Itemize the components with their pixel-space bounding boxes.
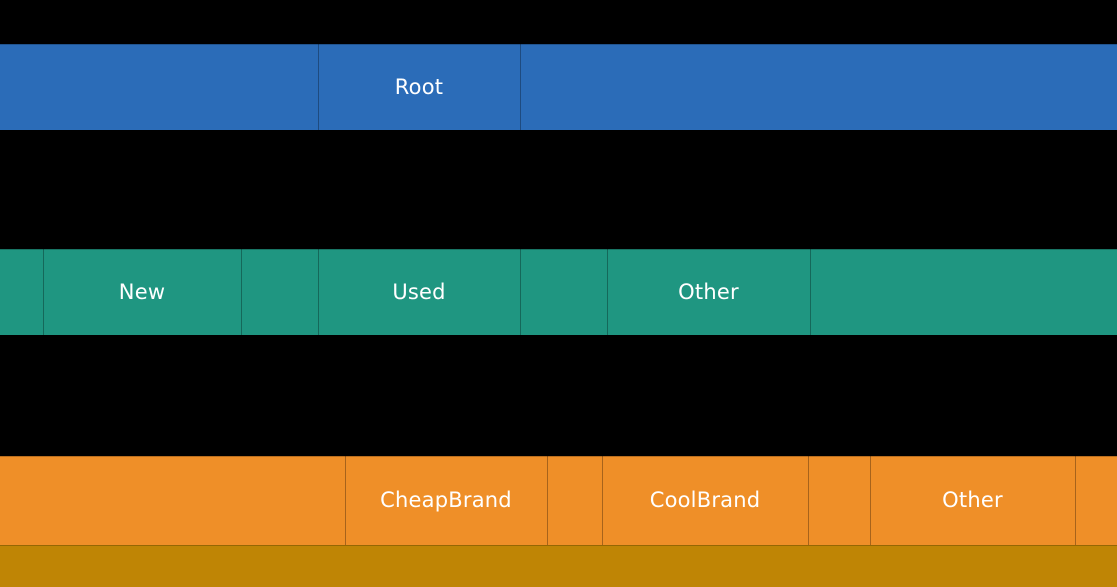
- icicle-level-variant: [0, 545, 1117, 587]
- icicle-node-other[interactable]: Other: [870, 456, 1075, 545]
- icicle-node-label: New: [118, 279, 166, 304]
- icicle-node-condition-0[interactable]: [0, 249, 43, 335]
- icicle-node-variant-0[interactable]: [0, 545, 1117, 587]
- icicle-node-root-2[interactable]: [520, 44, 1117, 130]
- icicle-node-coolbrand[interactable]: CoolBrand: [602, 456, 808, 545]
- icicle-node-label: Used: [392, 279, 446, 304]
- icicle-node-label: Root: [394, 74, 444, 99]
- icicle-node-condition-2[interactable]: [241, 249, 318, 335]
- icicle-node-label: CoolBrand: [649, 488, 761, 512]
- icicle-level-condition: New Used Other: [0, 249, 1117, 335]
- icicle-node-condition-4[interactable]: [520, 249, 607, 335]
- icicle-node-brand-4[interactable]: [808, 456, 870, 545]
- icicle-node-new[interactable]: New: [43, 249, 241, 335]
- icicle-node-brand-0[interactable]: [0, 456, 345, 545]
- icicle-node-label: Other: [942, 488, 1003, 512]
- icicle-node-root-0[interactable]: [0, 44, 318, 130]
- icicle-node-root[interactable]: Root: [318, 44, 520, 130]
- icicle-node-label: CheapBrand: [380, 488, 512, 512]
- icicle-node-brand-6[interactable]: [1075, 456, 1117, 545]
- icicle-level-root: Root: [0, 44, 1117, 130]
- icicle-node-brand-2[interactable]: [547, 456, 602, 545]
- icicle-node-condition-6[interactable]: [810, 249, 1117, 335]
- icicle-level-brand: CheapBrand CoolBrand Other: [0, 456, 1117, 545]
- icicle-node-label: Other: [678, 279, 739, 304]
- icicle-node-used[interactable]: Used: [318, 249, 520, 335]
- icicle-node-other[interactable]: Other: [607, 249, 810, 335]
- icicle-node-cheapbrand[interactable]: CheapBrand: [345, 456, 547, 545]
